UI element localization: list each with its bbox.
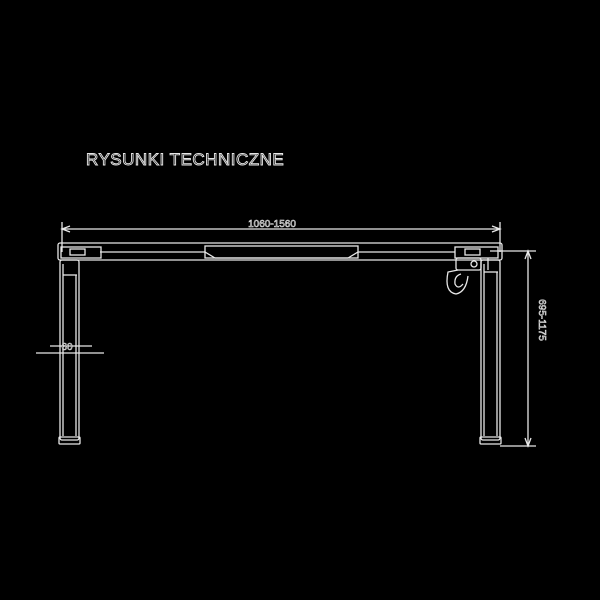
height-dimension xyxy=(490,249,536,448)
width-dimension-label: 1060-1560 xyxy=(248,219,296,230)
leg-section-label: 60 xyxy=(61,342,73,353)
height-dimension-label: 695-1175 xyxy=(536,299,547,341)
left-leg xyxy=(36,259,104,445)
motor-unit xyxy=(446,257,489,295)
top-frame xyxy=(57,242,503,261)
right-leg xyxy=(479,259,502,445)
drawing-heading: RYSUNKI TECHNICZNE xyxy=(86,150,285,170)
width-dimension xyxy=(60,222,502,252)
